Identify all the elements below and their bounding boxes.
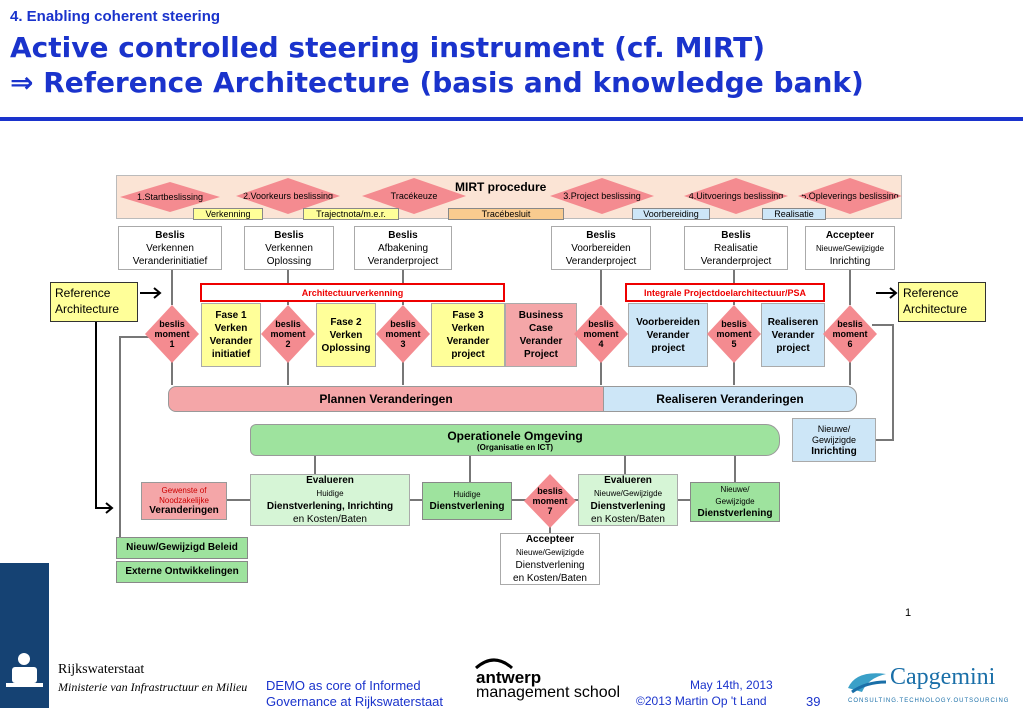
org-name: Rijkswaterstaat: [58, 662, 145, 677]
phase-trajectnota: Trajectnota/m.e.r.: [303, 208, 399, 220]
projectdoelarchitectuur-bar: Integrale Projectdoelarchitectuur/PSA: [625, 283, 825, 302]
phase-tracebesluit: Tracébesluit: [448, 208, 564, 220]
footer-copyright: ©2013 Martin Op 't Land: [636, 694, 767, 708]
realiseren-veranderingen-bar: Realiseren Veranderingen: [603, 386, 857, 412]
plannen-veranderingen-bar: Plannen Veranderingen: [168, 386, 604, 412]
demo-line-2: Governance at Rijkswaterstaat: [266, 694, 444, 709]
title-rule: [0, 117, 1023, 121]
title-line-2: ⇒ Reference Architecture (basis and know…: [10, 66, 864, 99]
rijkswaterstaat-blue-strip: [0, 563, 49, 708]
arch-icon: [475, 658, 513, 670]
ministry-name: Ministerie van Infrastructuur en Milieu: [58, 680, 248, 694]
mirt-title: MIRT procedure: [455, 180, 547, 194]
antwerp-school-logo: antwerp management school: [474, 656, 634, 708]
reference-architecture-right: Reference Architecture: [898, 282, 986, 322]
slide-title: Active controlled steering instrument (c…: [10, 30, 864, 100]
nieuw-beleid-box: Nieuw/Gewijzigd Beleid: [116, 537, 248, 559]
slide-subtitle: 4. Enabling coherent steering: [10, 8, 221, 25]
phase-voorbereiding: Voorbereiding: [632, 208, 710, 220]
spade-icon: [848, 673, 887, 694]
capgemini-logo: Capgemini CONSULTING.TECHNOLOGY.OUTSOURC…: [848, 664, 1010, 704]
architectuurverkenning-bar: Architectuurverkenning: [200, 283, 505, 302]
demo-line-1: DEMO as core of Informed: [266, 678, 421, 693]
phase-realisatie: Realisatie: [762, 208, 826, 220]
externe-ontwikkelingen-box: Externe Ontwikkelingen: [116, 561, 248, 583]
crest-icon: [6, 653, 43, 687]
ops-subtitle: (Organisatie en ICT): [476, 442, 553, 452]
small-slide-number: 1: [905, 607, 912, 619]
page-number: 39: [806, 694, 821, 709]
footer-date: May 14th, 2013: [690, 678, 773, 692]
reference-architecture-left: Reference Architecture: [50, 282, 138, 322]
phase-verkenning: Verkenning: [193, 208, 263, 220]
title-line-1: Active controlled steering instrument (c…: [10, 31, 766, 64]
ops-title: Operationele Omgeving: [447, 428, 583, 443]
operationele-omgeving-bar: Operationele Omgeving (Organisatie en IC…: [250, 424, 780, 456]
